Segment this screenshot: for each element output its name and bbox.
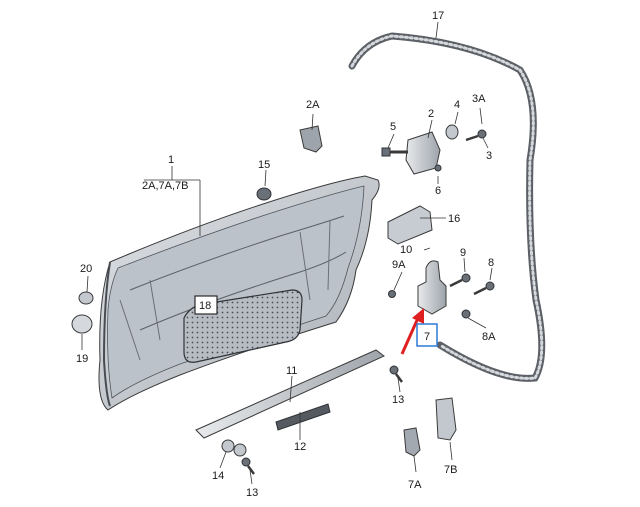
screw-6 [434,164,442,172]
label-2: 2 [428,108,434,120]
bush-4 [445,124,459,140]
bolt-9 [449,273,471,288]
callout-labels: 1 2A,7A,7B 2 2A 3 3A 4 5 6 7 7A 7B 8 8A … [76,10,496,499]
label-13b: 13 [246,487,258,499]
cover-strip [275,403,331,431]
bolt-5 [381,147,408,157]
bolt-8a [461,309,471,319]
label-3a: 3A [472,93,486,105]
bracket-2a [299,125,323,153]
label-6: 6 [435,185,441,197]
label-8: 8 [488,257,494,269]
label-8a: 8A [482,331,496,343]
label-1: 1 [168,154,174,166]
bolt-8 [473,281,495,296]
label-14: 14 [212,470,224,482]
bolt-13-upper [389,365,403,383]
label-7a: 7A [408,479,422,491]
plug-19 [71,314,93,334]
bracket-7b [435,397,457,441]
pointer-arrow [400,308,424,355]
bolt-13-lower [241,457,255,475]
label-9a: 9A [392,259,406,271]
label-12: 12 [294,441,306,453]
label-19: 19 [76,353,88,365]
label-15: 15 [258,159,270,171]
door-shell [98,175,380,411]
bracket-7a [403,427,421,457]
plug-20 [78,291,94,305]
bolt-3 [465,129,487,142]
label-18: 18 [199,300,211,312]
label-10: 10 [400,244,412,256]
plug-15 [256,187,272,201]
label-1-sub: 2A,7A,7B [142,180,188,192]
lock-unit-7 [417,260,447,315]
bolt-9a [388,290,396,298]
label-17: 17 [432,10,444,22]
label-9: 9 [460,247,466,259]
leader-lines [81,21,493,485]
clip-14 [221,439,247,457]
label-4: 4 [454,99,460,111]
label-3: 3 [486,150,492,162]
label-20: 20 [80,263,92,275]
highlight-box-7 [416,323,438,347]
label-16: 16 [448,213,460,225]
check-strap-16 [387,205,433,245]
label-11: 11 [286,365,297,377]
door-seal [348,32,546,382]
trim-strip [195,349,385,439]
label-7: 7 [424,331,430,343]
highlight-box-18 [194,295,218,315]
label-7b: 7B [444,464,457,476]
label-2a: 2A [306,99,320,111]
label-13a: 13 [392,394,404,406]
label-5: 5 [390,121,396,133]
